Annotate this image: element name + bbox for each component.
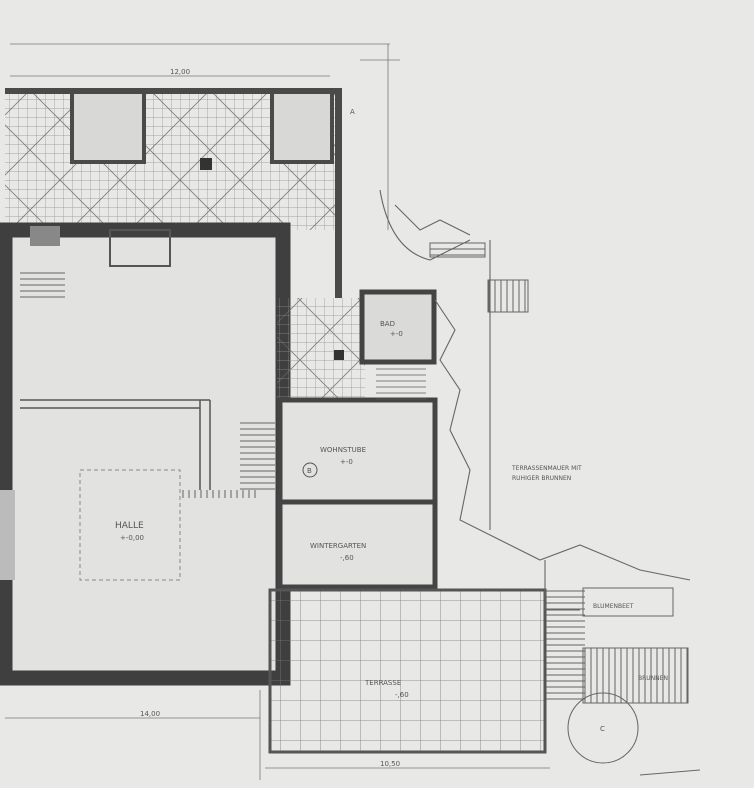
bottom-right-dimension: 10,50 xyxy=(380,760,400,768)
upper-corridor xyxy=(5,88,342,298)
top-dimension: 12,00 xyxy=(170,68,190,76)
right-garden-features xyxy=(429,242,701,776)
wohnzimmer-level: +-0 xyxy=(340,458,353,466)
middle-rooms xyxy=(240,289,438,590)
bottom-dimension-lines xyxy=(5,690,550,780)
terrace xyxy=(268,588,585,754)
wohnzimmer-name: WOHNSTUBE xyxy=(320,446,366,454)
winter-level: -,60 xyxy=(340,554,354,562)
halle-level: +-0,00 xyxy=(120,534,144,542)
top-dimension-line xyxy=(10,43,400,230)
note-wall: TERRASSENMAUER MIT xyxy=(511,465,582,472)
bottom-left-dimension: 14,00 xyxy=(140,710,160,718)
note-brunnen: BRUNNEN xyxy=(638,675,668,682)
winter-name: WINTERGARTEN xyxy=(310,542,366,550)
small-room-name: BAD xyxy=(380,320,395,328)
halle-name: HALLE xyxy=(115,521,144,531)
marker-b: B xyxy=(307,467,312,475)
room-labels: HALLE +-0,00 WOHNSTUBE +-0 WINTERGARTEN … xyxy=(115,68,668,768)
note-fountain: RUHIGER BRUNNEN xyxy=(512,475,571,482)
small-room-level: +-0 xyxy=(390,330,403,338)
marker-a: A xyxy=(350,108,355,116)
terrace-level: -,60 xyxy=(395,691,409,699)
terrace-name: TERRASSE xyxy=(364,679,401,687)
note-flowerbed: BLUMENBEET xyxy=(593,603,634,610)
halle-room xyxy=(0,222,291,686)
marker-c: C xyxy=(600,725,605,733)
